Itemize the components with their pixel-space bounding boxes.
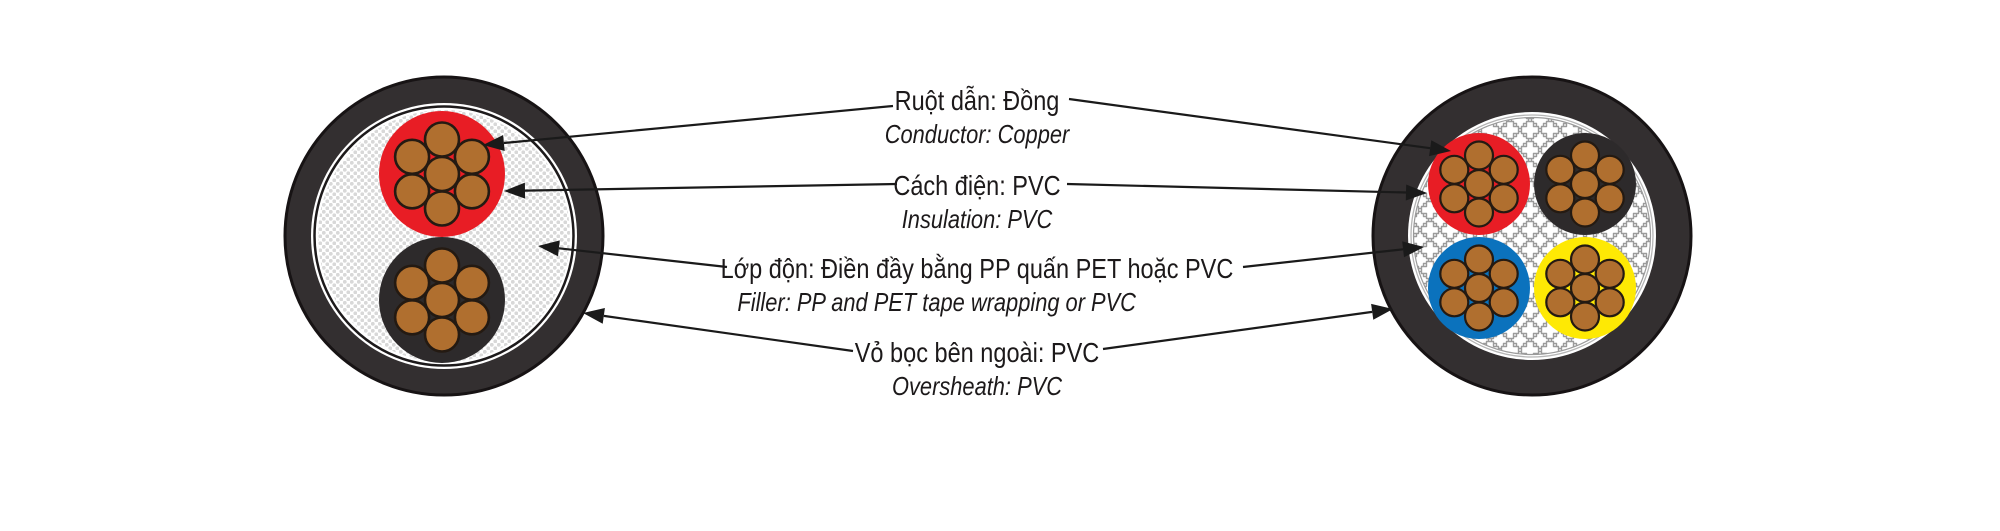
left-cable-cross-section bbox=[283, 75, 605, 397]
callout-arrow bbox=[483, 104, 894, 151]
callout-arrow bbox=[1066, 182, 1427, 201]
copper-strand bbox=[1439, 258, 1470, 289]
copper-strand bbox=[1569, 140, 1601, 171]
copper-strand bbox=[393, 138, 431, 176]
left-core-red-strands bbox=[393, 121, 491, 227]
arrowhead-icon bbox=[538, 240, 560, 257]
callout-conductor: Ruột dẫn: Đồng Conductor: Copper bbox=[599, 84, 1355, 151]
callout-insulation-vi: Cách điện: PVC bbox=[893, 170, 1061, 201]
callout-line bbox=[1242, 248, 1404, 269]
callout-arrow bbox=[1242, 241, 1424, 269]
copper-strand bbox=[1594, 183, 1625, 214]
copper-strand bbox=[1488, 287, 1519, 318]
callout-arrow bbox=[504, 182, 898, 199]
left-core-black-strands bbox=[393, 247, 491, 353]
copper-strand bbox=[1594, 258, 1625, 289]
copper-strand bbox=[1569, 168, 1601, 200]
copper-strand bbox=[1439, 154, 1470, 185]
callout-conductor-en: Conductor: Copper bbox=[884, 119, 1070, 149]
left-binder-ring bbox=[313, 105, 575, 367]
arrowhead-icon bbox=[504, 182, 526, 199]
callout-filler-vi: Lớp độn: Điền đầy bằng PP quấn PET hoặc … bbox=[720, 253, 1234, 284]
callout-insulation-en: Insulation: PVC bbox=[901, 204, 1053, 234]
copper-strand bbox=[1545, 287, 1576, 318]
copper-strand bbox=[1439, 183, 1470, 214]
copper-strand bbox=[423, 155, 461, 193]
right-binder-ring bbox=[1410, 114, 1654, 358]
right-core-blue-strands bbox=[1439, 244, 1519, 332]
arrowhead-icon bbox=[1405, 184, 1427, 201]
copper-strand bbox=[1545, 183, 1576, 214]
copper-strand bbox=[393, 173, 431, 210]
copper-strand bbox=[1439, 287, 1470, 318]
copper-strand bbox=[1594, 154, 1625, 185]
right-cable-cross-section bbox=[1371, 75, 1693, 397]
copper-strand bbox=[393, 264, 431, 302]
callout-arrow bbox=[1068, 97, 1451, 157]
arrowhead-icon bbox=[1402, 241, 1424, 258]
copper-strand bbox=[423, 121, 461, 158]
callout-conductor-vi: Ruột dẫn: Đồng bbox=[894, 85, 1060, 116]
callout-arrow bbox=[538, 240, 728, 269]
copper-strand bbox=[393, 298, 431, 336]
arrowhead-icon bbox=[583, 308, 605, 324]
copper-strand bbox=[1488, 183, 1519, 214]
callout-line bbox=[1068, 97, 1431, 150]
copper-strand bbox=[1463, 244, 1495, 275]
callout-line bbox=[524, 182, 898, 192]
copper-strand bbox=[1594, 287, 1625, 318]
copper-strand bbox=[453, 298, 491, 336]
callout-line bbox=[603, 314, 854, 353]
callout-oversheath: Vỏ bọc bên ngoài: PVC Oversheath: PVC bbox=[599, 336, 1355, 403]
callout-insulation: Cách điện: PVC Insulation: PVC bbox=[599, 169, 1355, 236]
callout-oversheath-vi: Vỏ bọc bên ngoài: PVC bbox=[854, 337, 1100, 368]
copper-strand bbox=[423, 247, 461, 284]
copper-strand bbox=[423, 190, 461, 227]
right-core-black-strands bbox=[1545, 140, 1625, 228]
callout-filler: Lớp độn: Điền đầy bằng PP quấn PET hoặc … bbox=[599, 252, 1355, 319]
copper-strand bbox=[1463, 197, 1495, 228]
copper-strand bbox=[423, 281, 461, 319]
copper-strand bbox=[1488, 154, 1519, 185]
callout-filler-en: Filler: PP and PET tape wrapping or PVC bbox=[737, 287, 1136, 317]
callout-arrow bbox=[583, 308, 854, 353]
arrowhead-icon bbox=[1371, 303, 1393, 320]
arrowhead-icon bbox=[483, 135, 505, 151]
arrowhead-icon bbox=[1429, 140, 1451, 157]
copper-strand bbox=[1545, 258, 1576, 289]
copper-strand bbox=[1463, 272, 1495, 304]
copper-strand bbox=[1545, 154, 1576, 185]
copper-strand bbox=[423, 316, 461, 353]
right-core-yellow-strands bbox=[1545, 244, 1625, 332]
copper-strand bbox=[1463, 140, 1495, 171]
copper-strand bbox=[453, 173, 491, 210]
callout-line bbox=[503, 104, 894, 145]
copper-strand bbox=[1569, 244, 1601, 275]
copper-strand bbox=[1569, 197, 1601, 228]
copper-strand bbox=[1463, 301, 1495, 332]
callout-line bbox=[558, 247, 728, 269]
copper-strand bbox=[1488, 258, 1519, 289]
copper-strand bbox=[1463, 168, 1495, 200]
right-core-red-strands bbox=[1439, 140, 1519, 228]
callout-line bbox=[1102, 310, 1373, 351]
copper-strand bbox=[453, 264, 491, 302]
copper-strand bbox=[1569, 301, 1601, 332]
callout-oversheath-en: Oversheath: PVC bbox=[892, 371, 1062, 401]
callout-arrow bbox=[1102, 303, 1393, 351]
callout-arrows bbox=[483, 97, 1451, 353]
copper-strand bbox=[1569, 272, 1601, 304]
callout-line bbox=[1066, 182, 1407, 194]
